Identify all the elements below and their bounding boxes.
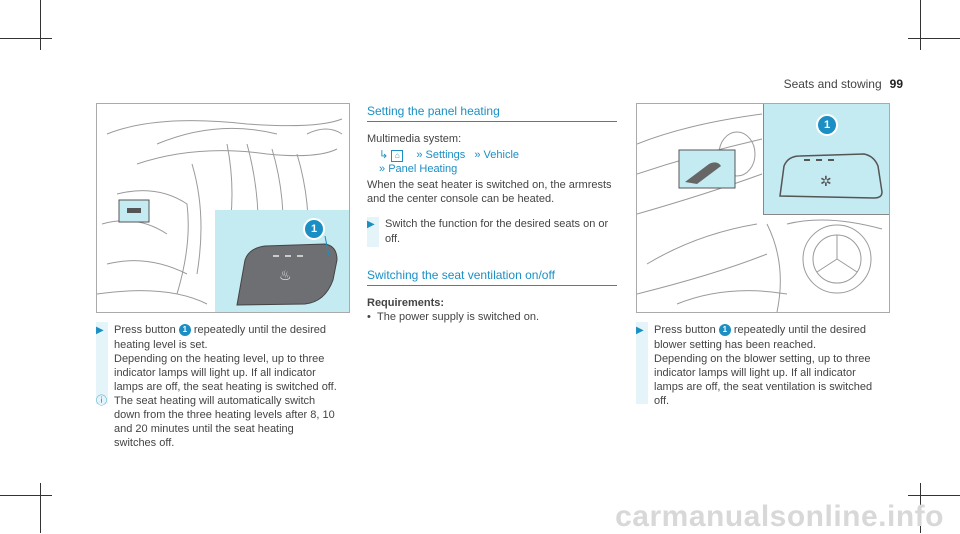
middle-column: Setting the panel heating Multimedia sys… [367, 104, 623, 324]
button-number-icon: 1 [718, 324, 731, 337]
button-number-icon: 1 [178, 324, 191, 337]
left-text: ▶Press button 1 repeatedly until the des… [96, 323, 356, 450]
step-arrow-icon: ▶ [367, 219, 375, 230]
crop-mark [920, 483, 921, 533]
info-icon: ⓘ [96, 395, 107, 407]
menu-path: ↳ ⌂ » Settings » Vehicle [367, 148, 623, 162]
running-header: Seats and stowing 99 [784, 77, 903, 91]
crop-mark [908, 38, 960, 39]
crop-mark [40, 483, 41, 533]
seat-ventilation-illustration: ✲ 1 [636, 103, 890, 313]
section-title: Seats and stowing [783, 77, 882, 91]
seat-heating-button-detail: ♨ 1 [215, 210, 349, 312]
step-arrow-icon: ▶ [636, 325, 644, 336]
page-number: 99 [889, 77, 903, 91]
crop-mark [908, 495, 960, 496]
callout-1: 1 [816, 114, 838, 136]
path-settings: Settings [425, 149, 466, 161]
seat-heating-illustration: ♨ 1 [96, 103, 350, 313]
path-separator-icon: » [474, 149, 481, 161]
door-panel-drawing [637, 113, 883, 312]
crop-mark [0, 38, 52, 39]
path-vehicle: Vehicle [483, 149, 520, 161]
home-icon: ⌂ [391, 150, 404, 162]
path-separator-icon: » [416, 149, 423, 161]
step-arrow-icon: ▶ [96, 325, 104, 336]
path-separator-icon: » [379, 163, 386, 175]
step-bar [367, 217, 379, 247]
requirement-item: •The power supply is switched on. [367, 311, 540, 323]
seat-ventilation-icon: ✲ [820, 173, 832, 189]
crop-mark [920, 0, 921, 50]
bullet-icon: • [367, 311, 371, 323]
step-instruction: ▶Press button 1 repeatedly until the des… [96, 324, 326, 337]
seat-heat-icon: ♨ [279, 267, 292, 283]
panel-heating-heading: Setting the panel heating [367, 104, 617, 122]
seat-ventilation-heading: Switching the seat ventilation on/off [367, 268, 617, 286]
path-panel-heating: Panel Heating [388, 163, 458, 175]
callout-1: 1 [303, 218, 325, 240]
watermark: carmanualsonline.info [615, 500, 944, 533]
menu-path-arrow-icon: ↳ [379, 149, 389, 161]
crop-mark [0, 495, 52, 496]
crop-mark [40, 0, 41, 50]
seat-ventilation-button-detail: ✲ 1 [763, 104, 889, 215]
step-instruction: ▶Press button 1 repeatedly until the des… [636, 324, 866, 337]
step-bar [636, 322, 648, 404]
step-bar [96, 322, 108, 404]
right-text: ▶Press button 1 repeatedly until the des… [636, 323, 896, 408]
